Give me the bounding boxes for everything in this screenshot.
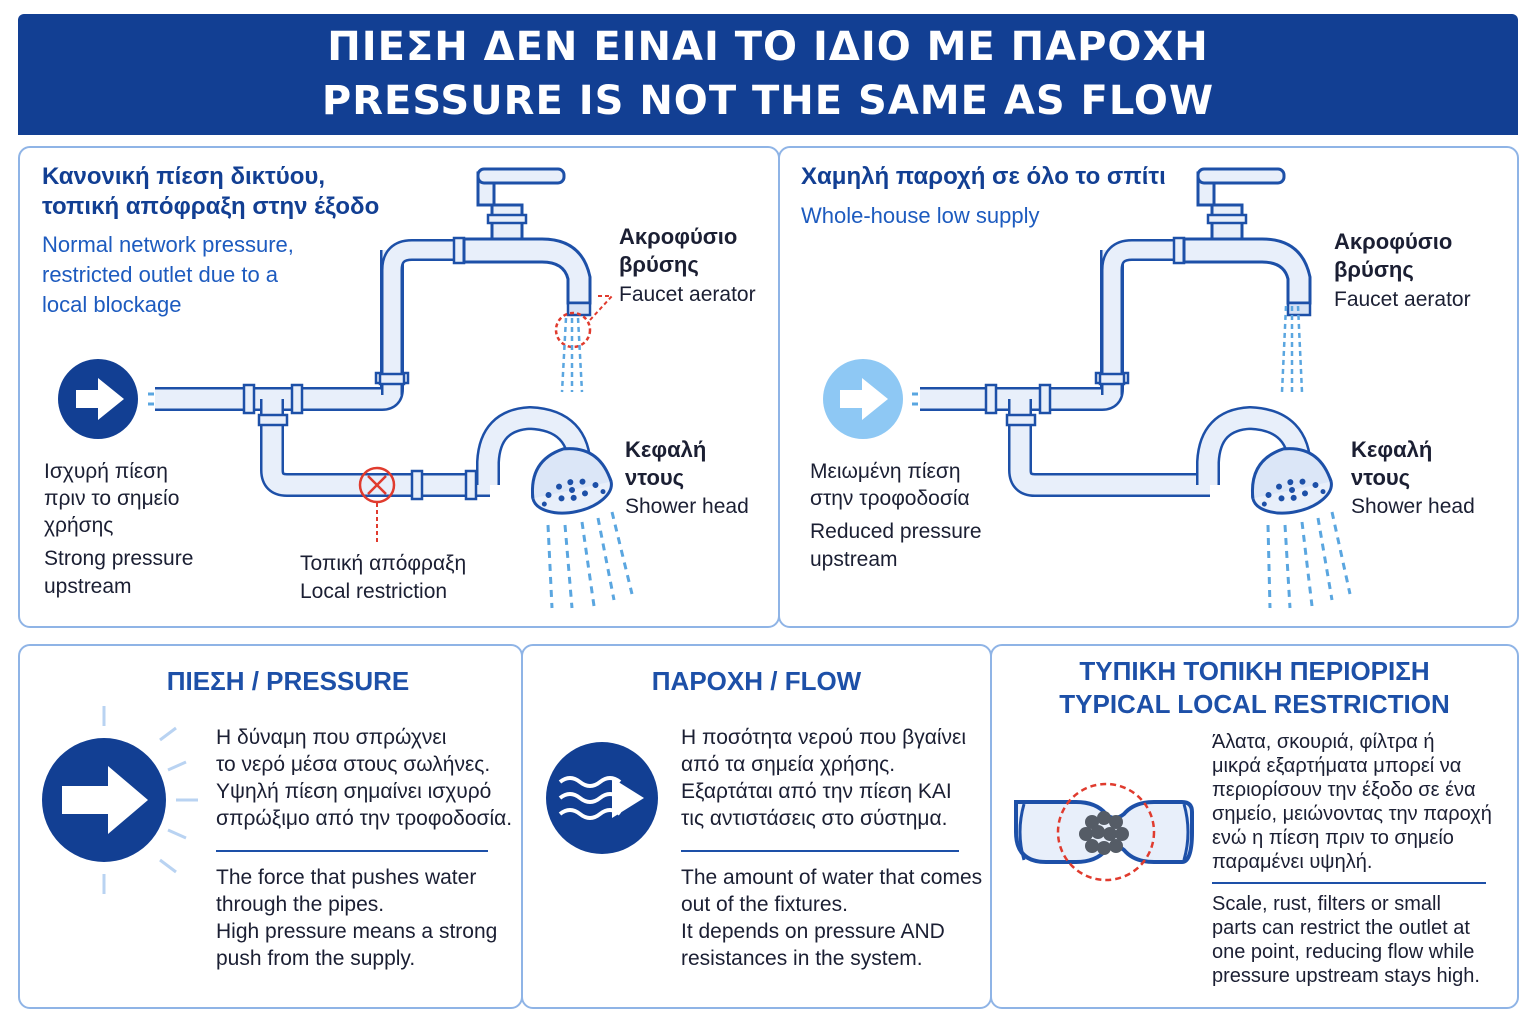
flow-title: ΠΑΡΟΧΗ / FLOW — [651, 666, 862, 696]
left-shower-label-en: Shower head — [625, 495, 749, 518]
flow-el-line: Η ποσότητα νερού που βγαίνει — [681, 726, 967, 749]
left-pressure-el-2: πριν το σημείο — [44, 487, 180, 510]
restriction-title-el: ΤΥΠΙΚΗ ΤΟΠΙΚΗ ΠΕΡΙΟΡΙΣΗ — [1079, 656, 1430, 686]
right-shower-head-icon — [1242, 439, 1338, 522]
right-aerator-label-el-1: Ακροφύσιο — [1334, 229, 1453, 254]
restriction-en-line: Scale, rust, filters or small — [1212, 893, 1441, 915]
restriction-label-en: Local restriction — [300, 580, 448, 603]
right-pressure-el-1: Μειωμένη πίεση — [810, 460, 961, 483]
right-aerator-label-el-2: βρύσης — [1334, 257, 1414, 282]
right-heading-en: Whole-house low supply — [801, 203, 1040, 228]
pressure-el-line: Υψηλή πίεση σημαίνει ισχυρό — [216, 780, 492, 803]
pressure-el-line: το νερό μέσα στους σωλήνες. — [216, 753, 491, 776]
restriction-el-line: σημείο, μειώνοντας την παροχή — [1212, 803, 1492, 825]
left-heading-en-1: Normal network pressure, — [42, 232, 294, 257]
pressure-en-line: through the pipes. — [216, 893, 385, 916]
right-faucet-icon — [1100, 169, 1310, 395]
title-banner: ΠΙΕΣΗ ΔΕΝ ΕΙΝΑΙ ΤΟ ΙΔΙΟ ΜΕ ΠΑΡΟΧΗ PRESSU… — [18, 14, 1518, 135]
left-aerator-restriction — [554, 295, 613, 393]
restriction-en-line: parts can restrict the outlet at — [1212, 917, 1470, 939]
right-shower-label-en: Shower head — [1351, 495, 1475, 518]
restriction-el-line: παραμένει υψηλή. — [1212, 851, 1373, 873]
pressure-el-line: Η δύναμη που σπρώχνει — [216, 726, 447, 749]
right-shower-label-el-2: ντους — [1351, 465, 1411, 490]
right-pressure-el-2: στην τροφοδοσία — [810, 487, 970, 510]
left-aerator-label-el-2: βρύσης — [619, 252, 699, 277]
flow-en-line: The amount of water that comes — [681, 866, 983, 889]
restriction-el-line: ενώ η πίεση πριν το σημείο — [1212, 827, 1454, 849]
left-pipe-network — [155, 250, 592, 501]
pressure-en-line: The force that pushes water — [216, 866, 477, 889]
pressure-en-line: High pressure means a strong — [216, 920, 498, 943]
pressure-el-line: σπρώξιμο από την τροφοδοσία. — [216, 807, 513, 830]
left-shower-label-el-1: Κεφαλή — [625, 437, 707, 462]
flow-en-line: resistances in the system. — [681, 947, 923, 970]
right-heading-el: Χαμηλή παροχή σε όλο το σπίτι — [801, 163, 1166, 190]
right-diagram-panel — [778, 146, 1519, 628]
left-aerator-label-el-1: Ακροφύσιο — [619, 224, 738, 249]
restriction-divider — [1212, 882, 1486, 884]
pressure-arrow-icon — [42, 706, 198, 894]
restriction-en-line: one point, reducing flow while — [1212, 941, 1475, 963]
left-shower-head-icon — [522, 439, 618, 522]
left-pressure-el-3: χρήσης — [44, 514, 114, 537]
left-shower-label-el-2: ντους — [625, 465, 685, 490]
left-pressure-en-2: upstream — [44, 575, 132, 598]
flow-en-line: out of the fixtures. — [681, 893, 848, 916]
flow-en-line: It depends on pressure AND — [681, 920, 945, 943]
left-pressure-en-1: Strong pressure — [44, 547, 194, 570]
title-greek: ΠΙΕΣΗ ΔΕΝ ΕΙΝΑΙ ΤΟ ΙΔΙΟ ΜΕ ΠΑΡΟΧΗ — [327, 24, 1209, 70]
left-aerator-label-en: Faucet aerator — [619, 283, 756, 306]
title-english: PRESSURE IS NOT THE SAME AS FLOW — [321, 78, 1215, 124]
restriction-title-en: TYPICAL LOCAL RESTRICTION — [1059, 689, 1450, 719]
restriction-label-el: Τοπική απόφραξη — [300, 552, 467, 575]
restriction-en-line: pressure upstream stays high. — [1212, 965, 1480, 987]
right-shower-water — [1266, 511, 1352, 609]
flow-waves-icon — [546, 742, 658, 854]
right-faucet-water — [1280, 305, 1304, 393]
flow-el-line: από τα σημεία χρήσης. — [681, 753, 896, 776]
blocked-x-icon — [358, 466, 396, 545]
left-heading-en-2: restricted outlet due to a — [42, 262, 279, 287]
right-shower-label-el-1: Κεφαλή — [1351, 437, 1433, 462]
pressure-divider — [216, 850, 488, 852]
left-heading-el-2: τοπική απόφραξη στην έξοδο — [42, 193, 380, 220]
left-shower-water — [546, 511, 634, 609]
restriction-el-line: Άλατα, σκουριά, φίλτρα ή — [1212, 731, 1435, 753]
flow-el-line: τις αντιστάσεις στο σύστημα. — [681, 807, 948, 830]
right-aerator-label-en: Faucet aerator — [1334, 288, 1471, 311]
right-pressure-en-1: Reduced pressure — [810, 520, 982, 543]
left-pressure-el-1: Ισχυρή πίεση — [44, 460, 168, 483]
restriction-el-line: μικρά εξαρτήματα μπορεί να — [1212, 755, 1462, 777]
clogged-pipe-icon — [1014, 782, 1194, 882]
restriction-el-line: περιορίσουν την έξοδο σε ένα — [1212, 779, 1476, 801]
pressure-en-line: push from the supply. — [216, 947, 416, 970]
left-faucet-icon — [380, 169, 590, 395]
pressure-title: ΠΙΕΣΗ / PRESSURE — [166, 666, 410, 696]
left-heading-el-1: Κανονική πίεση δικτύου, — [42, 163, 326, 190]
flow-el-line: Εξαρτάται από την πίεση ΚΑΙ — [681, 780, 952, 803]
flow-divider — [681, 850, 959, 852]
right-pressure-en-2: upstream — [810, 548, 898, 571]
left-heading-en-3: local blockage — [42, 292, 182, 317]
